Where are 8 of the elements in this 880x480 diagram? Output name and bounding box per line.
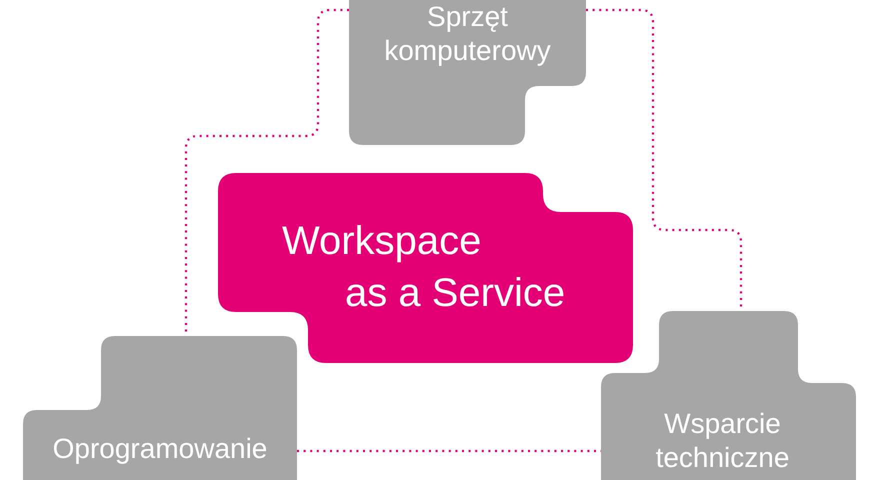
stepped-box <box>601 311 856 480</box>
box-label: Workspace as a Service <box>282 218 566 317</box>
stepped-box <box>23 336 297 480</box>
box-label: Wsparcie techniczne <box>654 407 790 475</box>
box-label: Oprogramowanie <box>52 432 268 466</box>
stepped-box <box>218 173 633 363</box>
box-label: Sprzęt komputerowy <box>383 0 552 68</box>
stepped-box <box>349 0 586 145</box>
